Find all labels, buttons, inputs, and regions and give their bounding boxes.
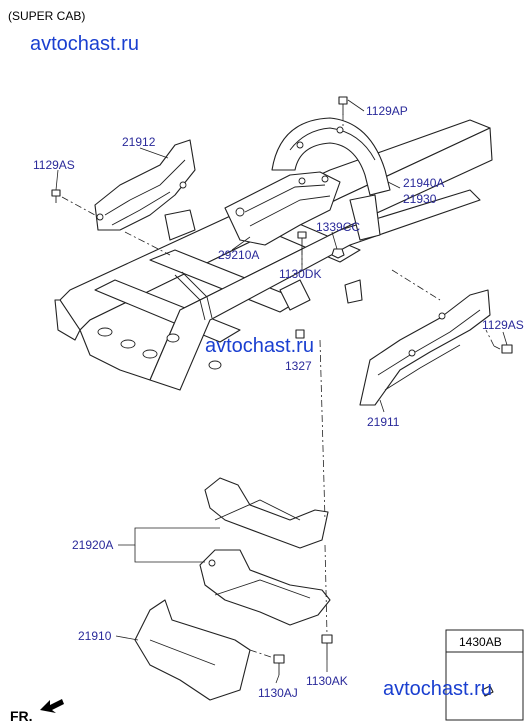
- front-label: FR.: [10, 708, 33, 724]
- watermark-bottom: avtochast.ru: [383, 678, 492, 700]
- label-29210A: 29210A: [218, 248, 259, 262]
- label-21912: 21912: [122, 135, 156, 149]
- part-21910-skid-plate: [134, 599, 251, 701]
- nut-1339CC: [331, 248, 345, 259]
- part-21911-shield: [359, 289, 491, 406]
- legend-code: 1430AB: [459, 635, 502, 649]
- bolt-1129AS-right: [493, 344, 513, 354]
- label-1129AP: 1129AP: [366, 104, 408, 118]
- bolt-1129AP: [338, 96, 348, 115]
- label-1130AK: 1130AK: [306, 674, 348, 688]
- label-21911: 21911: [367, 415, 400, 429]
- label-1339CC: 1339CC: [316, 220, 360, 234]
- watermark-middle: avtochast.ru: [205, 335, 314, 357]
- label-1327: 1327: [285, 359, 312, 373]
- front-arrow-icon: [40, 699, 64, 713]
- leader-lines: [55, 99, 508, 684]
- label-21910: 21910: [78, 629, 112, 643]
- bolt-1130DK: [297, 231, 307, 248]
- part-29210A-cover: [224, 171, 341, 246]
- part-21920A-skid-plate: [199, 477, 331, 626]
- legend-box-1430AB: 1430AB: [445, 629, 524, 721]
- bolt-1130AK: [321, 634, 333, 660]
- part-21912-shield: [94, 139, 196, 231]
- label-21940A: 21940A: [403, 176, 444, 190]
- clip-1327: [295, 329, 305, 339]
- bolt-1129AS-left: [51, 189, 61, 203]
- label-1129AS-right: 1129AS: [482, 318, 524, 332]
- part-labels: 1129AP 21912 1129AS 21940A 21930 1339CC …: [33, 104, 524, 700]
- label-1130AJ: 1130AJ: [258, 686, 298, 700]
- front-indicator: FR.: [10, 699, 64, 724]
- header-super-cab: (SUPER CAB): [8, 9, 85, 23]
- legend-bolt-icon: [481, 685, 494, 697]
- label-1130DK: 1130DK: [279, 267, 321, 281]
- assembly-lines: [61, 114, 495, 659]
- label-21920A: 21920A: [72, 538, 113, 552]
- label-1129AS-left: 1129AS: [33, 158, 75, 172]
- watermark-top: avtochast.ru: [30, 33, 139, 55]
- label-21930: 21930: [403, 192, 437, 206]
- bolt-1130AJ: [273, 654, 285, 675]
